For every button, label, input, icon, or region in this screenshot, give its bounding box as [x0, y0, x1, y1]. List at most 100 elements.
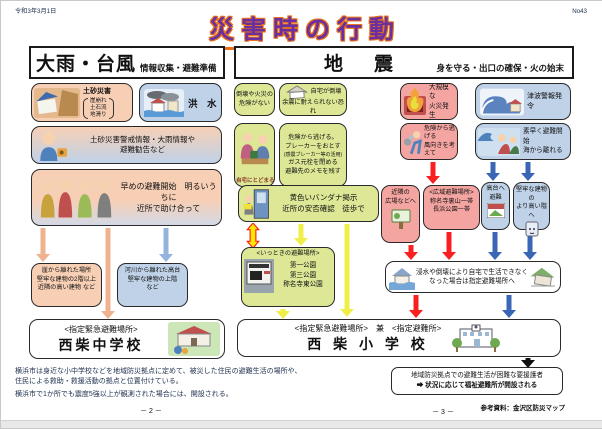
cliff-line1: 崖から離れた場所 — [41, 267, 92, 274]
prepare-escape-box: 危険から逃げる。 ブレーカーをおとす (感震ブレーカー等の活用) ガス元栓を閉め… — [279, 123, 347, 187]
early-evacuation-box: 早めの避難開始 明るいうちに 近所で助け合って — [31, 169, 222, 226]
door-bandana-icon — [241, 188, 271, 220]
arrow-red-to-school — [409, 295, 423, 318]
welfare-line1: 地域防災拠点での避難生活が困難な要援護者 — [411, 372, 543, 379]
stay-home-box: 自宅にとどまる — [234, 123, 275, 187]
family-at-home-icon — [236, 126, 274, 172]
note-line1: 横浜市は身近な小中学校などを地域防災拠点に定めて、被災した住民の避難生活の場所や… — [15, 368, 302, 375]
fire-line1: 大規模な — [429, 83, 449, 101]
flee-danger-box: 危険から逃げる 風向きを考えて — [400, 123, 458, 160]
wide-area-tag: <広域避難場所> — [429, 189, 474, 196]
arrow-flee-down — [426, 162, 440, 184]
landslide-label: 土砂災害 — [83, 87, 111, 95]
middle-school-name: 西柴中学校 — [58, 336, 144, 353]
flood-label: 洪 水 — [188, 98, 217, 110]
elementary-school-shelter-box: <指定緊急避難場所> 兼 <指定避難所> 西 柴 小 学 校 — [237, 319, 561, 357]
landslide-item: 地滑り — [90, 111, 107, 118]
bandana-line2: 近所の安否確認 徒歩で — [282, 203, 365, 213]
prepare-line3: (感震ブレーカー等の活用) — [283, 152, 343, 158]
middle-school-icon — [168, 322, 220, 356]
flood-icon — [144, 88, 184, 117]
plaza-box: 近隣の 広場などへ — [381, 185, 420, 243]
flee-line2: 風向きを考えて — [424, 141, 455, 158]
river-line2: 堅牢な建物の上階 — [127, 275, 178, 283]
bracket-left — [83, 97, 88, 119]
elementary-school-name: 西 柴 小 学 校 — [307, 336, 429, 352]
fleeing-person-icon — [403, 129, 423, 155]
temporary-shelter-box: <いっときの避難場所> 第一公園 第三公園 称名寺東公園 — [241, 247, 335, 307]
collapsed-house-icon — [285, 85, 309, 99]
arrow-ittoki-to-school — [276, 309, 290, 319]
arrow-bandana-to-school — [340, 224, 354, 317]
house-collapse-box: 自宅が倒壊 余震に耐えられない恐れ — [279, 83, 347, 116]
sturdy-building-box: 堅牢な建物の より高い階へ — [513, 182, 550, 237]
page-number-right: － 3 － — [432, 409, 454, 416]
arrow-two-way-yellow — [246, 223, 260, 248]
landslide-item: 崖崩れ — [90, 97, 107, 104]
shelter-signboard-icon — [244, 258, 274, 293]
arrow-to-sturdy — [521, 162, 535, 181]
elementary-school-tag: <指定緊急避難場所> 兼 <指定避難所> — [294, 324, 442, 333]
park-name-2: 第三公園 — [289, 271, 317, 279]
evacuees-icon — [36, 176, 120, 220]
no-danger-box: 倒壊や火災の 危険がない — [234, 83, 275, 116]
cliff-line3: 近隣の高い建物 など — [37, 284, 96, 291]
hill-sign-icon — [486, 203, 505, 218]
river-line3: など — [146, 284, 159, 291]
bracket-right — [108, 97, 114, 119]
collapse-line1: 自宅が倒壊 — [310, 87, 342, 95]
note-line2: 住民による救助・救援活動の拠点と位置付けている。 — [15, 378, 183, 385]
temporary-shelter-tag: <いっときの避難場所> — [256, 250, 320, 257]
arrow-to-ittoki — [294, 224, 308, 246]
early-line1: 早めの避難開始 明るいうちに — [120, 182, 217, 202]
scan-edge — [1, 420, 602, 428]
early-line2: 近所で助け合って — [136, 204, 201, 213]
document-date: 令和3年3月1日 — [15, 8, 57, 15]
quick-line2: 海から離れる — [523, 147, 563, 155]
sturdy-line1: 堅牢な建物の — [516, 186, 547, 202]
flooded-note-box: 浸水や倒壊により自宅で生活できなく なった場合は指定避難場所へ — [385, 261, 561, 293]
park-sign-icon — [390, 208, 412, 230]
wide-area-line2: 長浜公園一帯 — [432, 206, 471, 213]
park-name-1: 第一公園 — [289, 262, 317, 270]
prepare-line4: ガス元栓を閉める — [288, 159, 338, 166]
footer-notes: 横浜市は身近な小中学校などを地域防災拠点に定めて、被災した住民の避難生活の場所や… — [15, 367, 375, 400]
tsunami-warning-box: 津波警報発令 — [475, 83, 571, 120]
no-danger-line1: 倒壊や火災の — [235, 91, 274, 98]
wide-area-line1: 称名寺裏山一帯 — [429, 197, 474, 205]
arrow-hill-down — [488, 232, 502, 260]
radio-listener-icon — [36, 129, 68, 161]
building-icon — [525, 221, 539, 237]
hill-line2: 避難 — [489, 193, 502, 201]
rain-warning-box: 土砂災害警戒情報・大雨情報や 避難勧告など — [31, 126, 222, 164]
sturdy-line2: より高い階へ — [516, 203, 547, 219]
rain-panel-title: 大雨・台風 — [36, 54, 137, 75]
middle-school-tag: <指定緊急避難場所> — [64, 324, 138, 334]
quake-panel-subtitle: 身を守る・出口の確保・火の始末 — [436, 62, 564, 73]
arrow-to-welfare — [521, 358, 535, 368]
no-danger-line2: 危険がない — [239, 99, 270, 107]
tsunami-label: 津波警報発令 — [527, 92, 562, 110]
warning-line1: 土砂災害警戒情報・大雨情報や — [90, 134, 195, 144]
cliff-line2: 堅牢な建物の2階以上 — [36, 275, 97, 283]
arrow-to-cliff — [36, 228, 50, 262]
quake-panel-title: 地 震 — [324, 54, 400, 75]
plaza-line1: 近隣の — [391, 189, 410, 196]
arrow-sturdy-down — [523, 232, 537, 260]
rain-panel-header: 大雨・台風 情報収集・避難準備 — [29, 46, 225, 79]
flooded-house-icon — [389, 264, 415, 290]
flood-box: 洪 水 — [139, 83, 222, 122]
tsunami-icon — [480, 88, 524, 116]
cliff-safe-box: 崖から離れた場所 堅牢な建物の2階以上 近隣の高い建物 など — [31, 263, 102, 307]
prepare-line1: 危険から逃げる。 — [288, 134, 338, 141]
arrow-blue-to-school — [502, 295, 516, 318]
river-line1: 河川から離れた高台 — [124, 267, 181, 274]
bandana-line1: 黄色いバンダナ掲示 — [289, 193, 358, 202]
hill-evacuation-box: 高台へ 避難 — [481, 182, 510, 230]
reference-note: 参考資料：金沢区防災マップ — [480, 405, 566, 412]
landslide-item: 土石流 — [90, 104, 107, 111]
rain-panel-subtitle: 情報収集・避難準備 — [140, 62, 217, 73]
fire-line2: 火災発生 — [429, 102, 449, 120]
quick-line1: 素早く避難開始 — [523, 128, 563, 145]
